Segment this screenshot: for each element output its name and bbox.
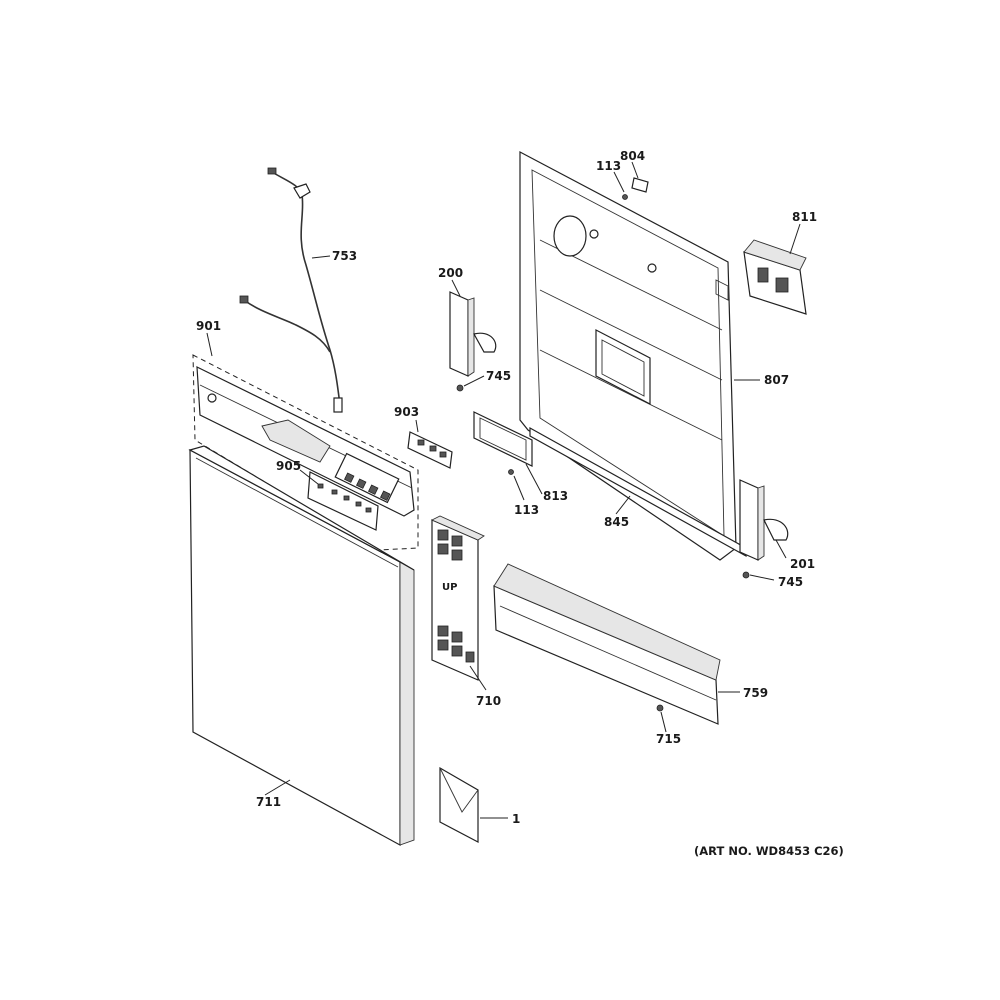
screw-715: [656, 704, 664, 712]
label-901: 901: [196, 319, 221, 333]
screw-113-top: [622, 194, 628, 200]
callout-labels: 753 901 903 905 711 710 1 200 745 113 80…: [196, 149, 817, 826]
label-201: 201: [790, 557, 815, 571]
part-201-right-hinge: [739, 479, 789, 561]
part-813-gasket: [473, 411, 533, 467]
part-804-clip: [631, 177, 649, 193]
leader-lines: [206, 161, 801, 819]
label-759: 759: [743, 686, 768, 700]
label-745-left: 745: [486, 369, 511, 383]
label-113-bottom: 113: [514, 503, 539, 517]
label-753: 753: [332, 249, 357, 263]
part-1-literature: [439, 766, 479, 843]
label-813: 813: [543, 489, 568, 503]
label-113-top: 113: [596, 159, 621, 173]
label-807: 807: [764, 373, 789, 387]
label-1: 1: [512, 812, 520, 826]
label-903: 903: [394, 405, 419, 419]
screw-113-bottom: [508, 469, 514, 475]
part-903-control-board: [407, 431, 453, 469]
screw-745-right: [742, 571, 750, 579]
art-number: (ART NO. WD8453 C26): [694, 844, 844, 858]
part-200-left-hinge: [449, 291, 497, 377]
label-804: 804: [620, 149, 645, 163]
part-811-latch: [743, 239, 807, 315]
part-759-toe-kick: [493, 563, 721, 725]
label-711: 711: [256, 795, 281, 809]
screws: [456, 194, 750, 712]
part-901-console-group: [192, 354, 419, 551]
screw-745-left: [456, 384, 464, 392]
part-710-insulation: UP: [430, 515, 485, 681]
part-711-outer-door: [188, 445, 415, 847]
part-845-bottom-seal: [529, 426, 747, 558]
up-marking: UP: [442, 582, 457, 593]
label-845: 845: [604, 515, 629, 529]
part-905-overlay: [307, 471, 379, 531]
part-753-wire-harness: [239, 167, 343, 413]
label-715: 715: [656, 732, 681, 746]
label-200: 200: [438, 266, 463, 280]
label-710: 710: [476, 694, 501, 708]
label-811: 811: [792, 210, 817, 224]
label-905: 905: [276, 459, 301, 473]
label-745-right: 745: [778, 575, 803, 589]
